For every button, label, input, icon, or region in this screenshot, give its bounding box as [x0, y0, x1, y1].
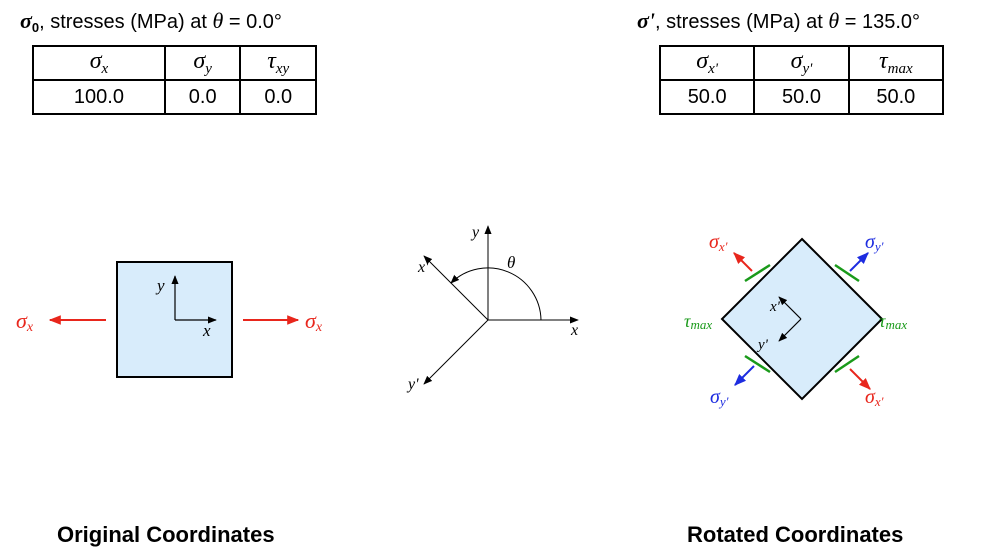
sigma-y-prime-label-top: σy' [865, 231, 884, 254]
table-row: 50.0 50.0 50.0 [658, 79, 945, 115]
y-prime-axis-arrow [778, 318, 802, 342]
header-cell: σx [32, 45, 166, 81]
header-cell: σy' [753, 45, 850, 81]
x-prime-axis-arrow [423, 255, 489, 321]
stress-element-diamond [720, 237, 884, 401]
table-row: σx σy τxy [32, 45, 317, 81]
header-cell: τmax [847, 45, 945, 81]
left-title-theta: θ [212, 8, 224, 33]
y-prime-label: y' [756, 337, 769, 353]
value-cell: 50.0 [847, 79, 945, 115]
y-axis-label: y [470, 224, 480, 241]
value-cell: 0.0 [239, 79, 317, 115]
right-title-symbol: σ' [637, 8, 655, 33]
original-coordinates-caption: Original Coordinates [57, 522, 275, 547]
tau-max-mark-upper-right [834, 263, 860, 283]
sigma-x-label-right: σx [305, 308, 323, 335]
left-title-text: , stresses (MPa) at [39, 11, 213, 33]
table-row: σx' σy' τmax [658, 45, 945, 81]
y-prime-label: y' [406, 376, 419, 393]
value-cell: 50.0 [658, 79, 756, 115]
sigma-y-prime-label-bottom: σy' [710, 386, 729, 409]
y-axis-label: y [155, 276, 165, 295]
tau-max-label-right: τmax [879, 311, 907, 332]
left-title-symbol: σ [20, 8, 32, 33]
right-title-text: , stresses (MPa) at [654, 11, 829, 33]
value-cell: 50.0 [753, 79, 850, 115]
original-element: y x σx σx [16, 261, 323, 378]
y-prime-axis-arrow [423, 319, 489, 385]
sigma-x-prime-label-top: σx' [709, 231, 728, 254]
rotated-coordinates-caption: Rotated Coordinates [687, 522, 904, 547]
tau-max-mark-lower-right [834, 354, 860, 374]
value-cell: 0.0 [163, 79, 242, 115]
header-cell: σy [163, 45, 242, 81]
rotated-element: x' y' σx' σy' σy' σx' τmax τmax [684, 231, 907, 409]
x-prime-label: x' [769, 299, 781, 315]
tau-max-mark-lower-left [744, 354, 771, 374]
sigma-x-prime-arrow-lower-right [849, 368, 871, 390]
header-cell: σx' [658, 45, 756, 81]
left-title: σ0, stresses (MPa) at θ = 0.0° [20, 8, 282, 35]
right-title-angle: = 135.0° [839, 11, 921, 33]
left-title-angle: = 0.0° [223, 11, 282, 33]
sigma-x-label-left: σx [16, 308, 34, 335]
theta-arc [450, 267, 542, 321]
x-axis-label: x [570, 322, 578, 339]
right-title-theta: θ [828, 8, 840, 33]
x-prime-axis-arrow [778, 296, 802, 320]
left-title-sub: 0 [31, 20, 40, 35]
x-prime-label: x' [417, 259, 429, 276]
coordinate-rotation: x y x' y' θ [406, 224, 579, 393]
sigma-x-prime-label-bottom: σx' [865, 386, 884, 409]
tau-max-label-left: τmax [684, 311, 712, 332]
theta-label: θ [507, 253, 515, 272]
sigma-y-prime-arrow-lower-left [734, 365, 755, 386]
table-row: 100.0 0.0 0.0 [32, 79, 317, 115]
left-stress-table: σx σy τxy 100.0 0.0 0.0 [32, 45, 317, 115]
value-cell: 100.0 [32, 79, 166, 115]
sigma-x-prime-arrow-upper-left [733, 252, 753, 272]
x-axis-label: x [202, 321, 211, 340]
right-stress-table: σx' σy' τmax 50.0 50.0 50.0 [658, 45, 945, 115]
right-title: σ', stresses (MPa) at θ = 135.0° [637, 8, 920, 34]
tau-max-mark-upper-left [744, 263, 771, 283]
sigma-y-prime-arrow-upper-right [849, 252, 869, 272]
header-cell: τxy [239, 45, 317, 81]
